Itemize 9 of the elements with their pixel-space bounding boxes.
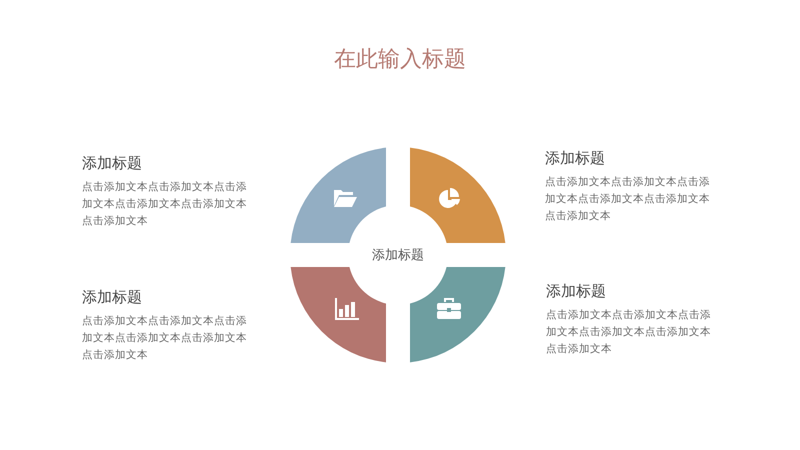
- heading: 添加标题: [545, 149, 605, 168]
- heading: 添加标题: [82, 288, 142, 307]
- heading: 添加标题: [546, 282, 606, 301]
- body-text: 点击添加文本点击添加文本点击添加文本点击添加文本点击添加文本点击添加文本: [545, 175, 711, 224]
- body-text: 点击添加文本点击添加文本点击添加文本点击添加文本点击添加文本点击添加文本: [82, 180, 248, 229]
- slide-title: 在此输入标题: [333, 46, 467, 74]
- body-text: 点击添加文本点击添加文本点击添加文本点击添加文本点击添加文本点击添加文本: [82, 314, 248, 363]
- heading: 添加标题: [82, 154, 142, 173]
- body-text: 点击添加文本点击添加文本点击添加文本点击添加文本点击添加文本点击添加文本: [546, 308, 712, 357]
